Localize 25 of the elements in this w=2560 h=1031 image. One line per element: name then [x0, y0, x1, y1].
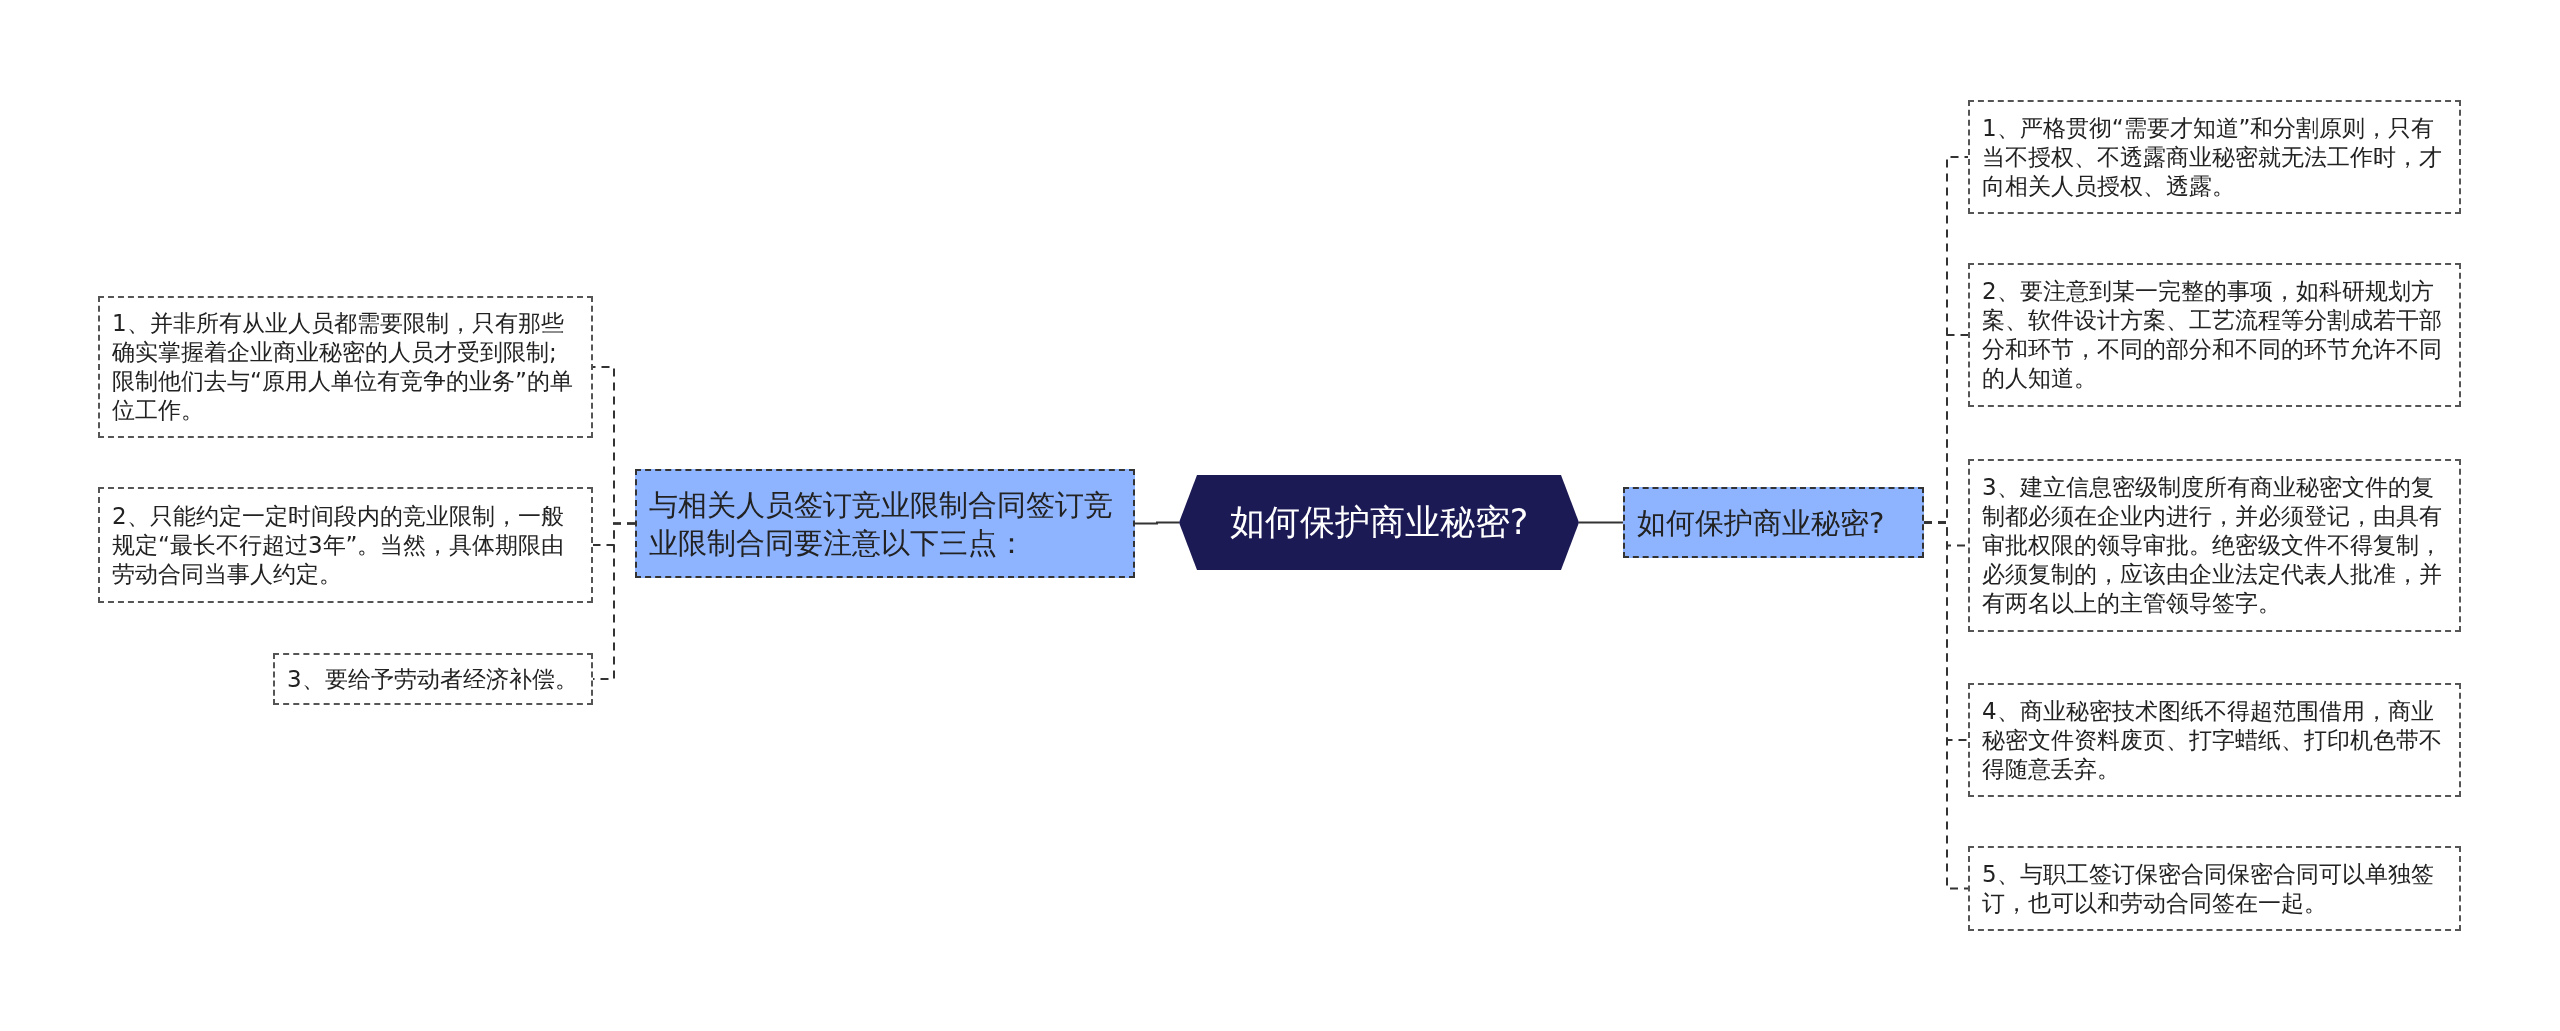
node-text: 2、要注意到某一完整的事项，如科研规划方案、软件设计方案、工艺流程等分割成若干部分和环节，不同的部分和不同的环节允许不同的人知道。: [1982, 277, 2443, 393]
topic-title: 如何保护商业秘密?: [1229, 501, 1529, 544]
node-text: 4、商业秘密技术图纸不得超范围借用，商业秘密文件资料废页、打字蜡纸、打印机色带不得随意丢弃。: [1982, 696, 2443, 784]
note-box: [98, 296, 593, 438]
node-text: 与相关人员签订竞业限制合同签订竞业限制合同要注意以下三点：: [649, 486, 1114, 562]
node-text: 3、建立信息密级制度所有商业秘密文件的复制都必须在企业内进行，并必须登记，由具有审批权限的领导审批。绝密级文件不得复制，必须复制的，应该由企业法定代表人批准，并有两名以上的主管领导签字。: [1982, 473, 2443, 618]
note-box: [1968, 846, 2461, 931]
note-box: [1968, 263, 2461, 407]
node-text: 2、只能约定一定时间段内的竞业限制，一般规定“最长不行超过3年”。当然，具体期限由劳动合同当事人约定。: [112, 501, 566, 589]
note-box: [1968, 459, 2461, 632]
node-text: 1、严格贯彻“需要才知道”和分割原则，只有当不授权、不透露商业秘密就无法工作时，才向相关人员授权、透露。: [1982, 113, 2443, 201]
note-box: [1968, 683, 2461, 797]
note-box: [98, 487, 593, 603]
branch-box: [635, 469, 1135, 578]
connector-line: [1134, 521, 1180, 525]
node-text: 5、与职工签订保密合同保密合同可以单独签订，也可以和劳动合同签在一起。: [1982, 859, 2435, 918]
branch-box: [1623, 487, 1924, 558]
node-text: 3、要给予劳动者经济补偿。: [287, 664, 578, 694]
note-box: [1968, 100, 2461, 214]
node-text: 1、并非所有从业人员都需要限制，只有那些确实掌握着企业商业秘密的人员才受到限制;限制他们去与“原用人单位有竞争的业务”的单位工作。: [112, 309, 574, 425]
connector-line: [1923, 521, 1969, 890]
connector-line: [1578, 521, 1624, 524]
note-box: [273, 653, 593, 705]
topic-hexagon: [1179, 475, 1579, 570]
node-text: 如何保护商业秘密?: [1637, 504, 1885, 542]
